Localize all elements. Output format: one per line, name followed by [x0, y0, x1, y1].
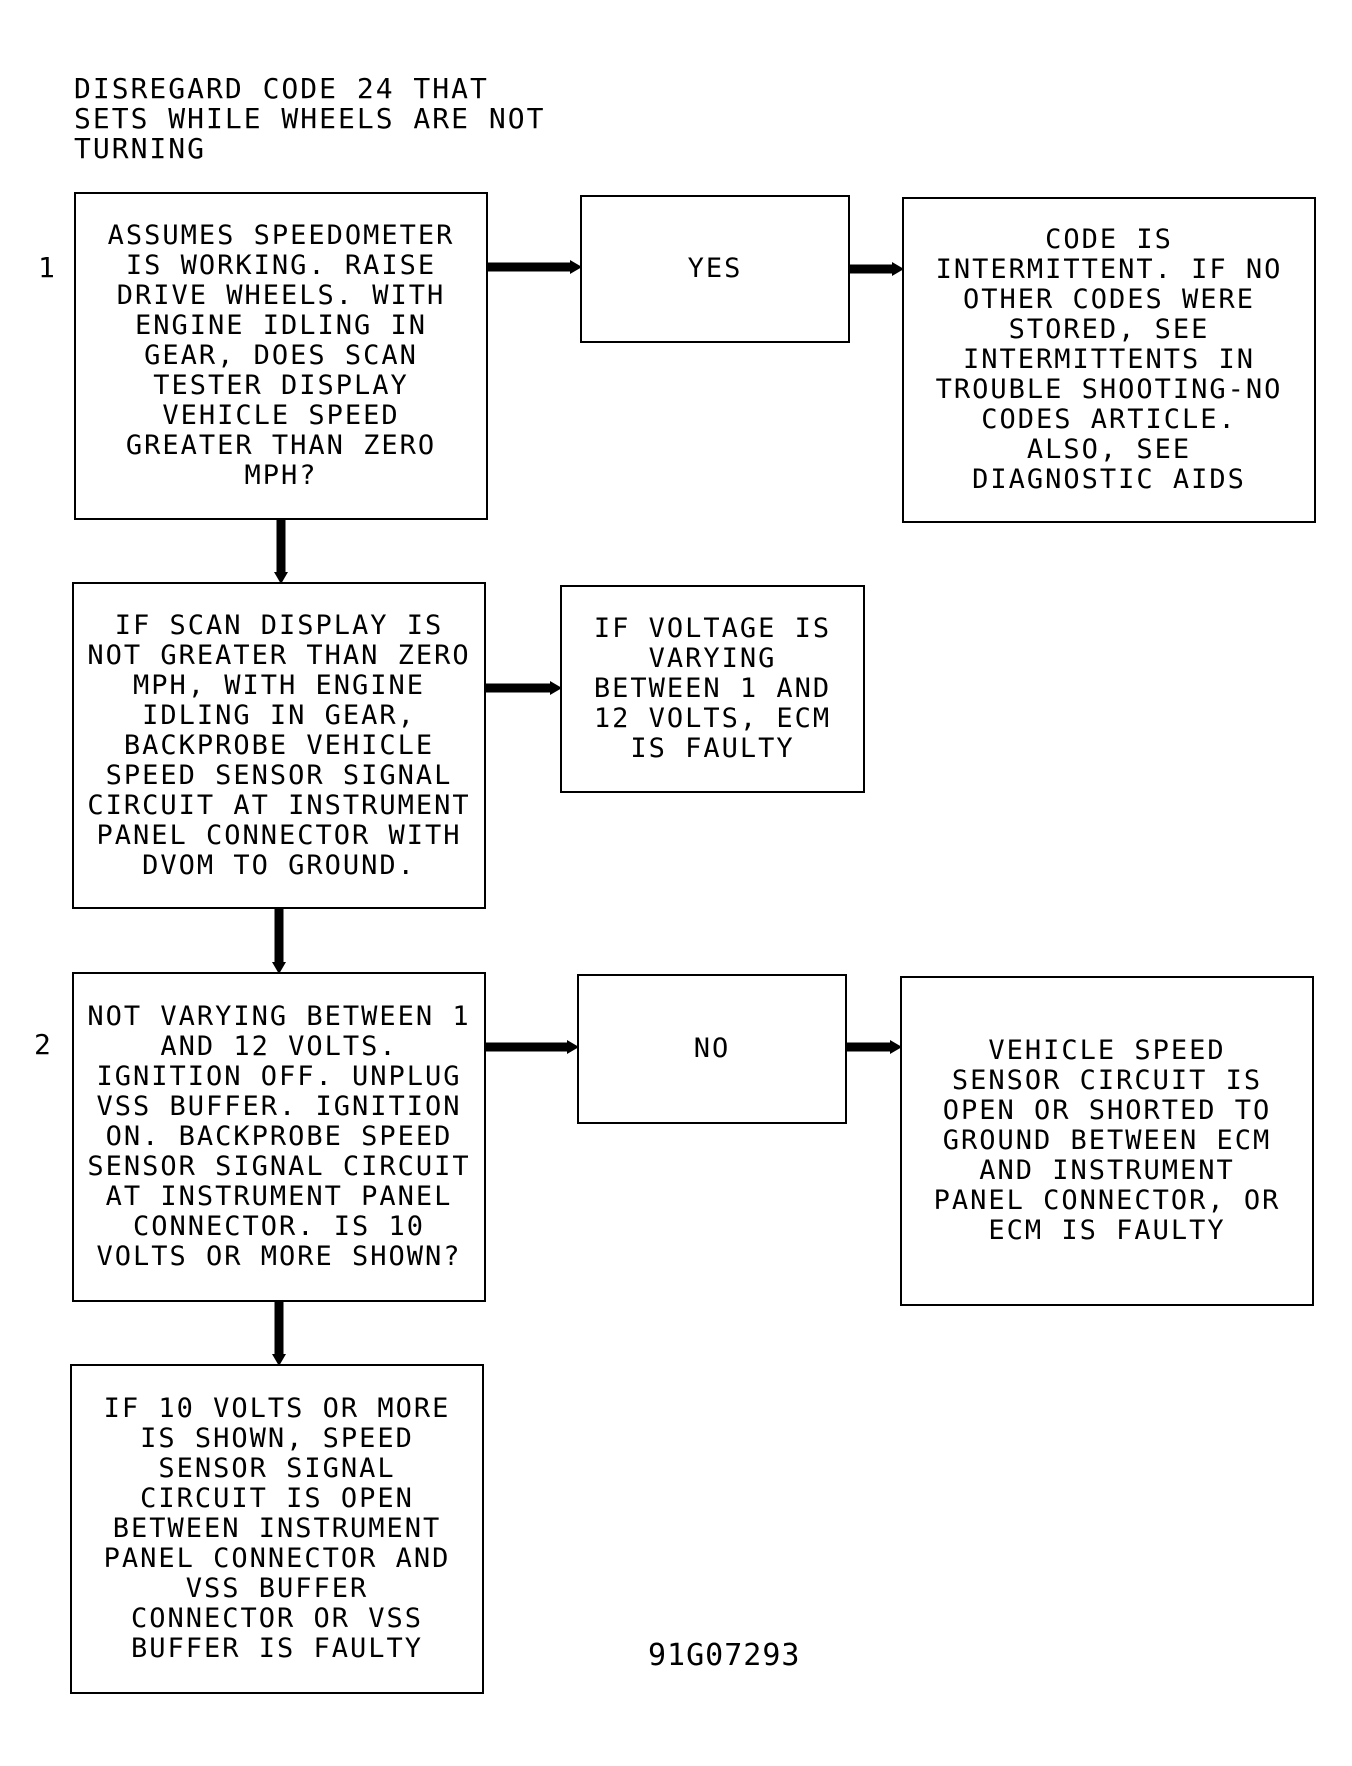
arrow-backprobe-to-q2	[272, 909, 286, 974]
arrow-q2-to-no	[486, 1040, 579, 1054]
arrow-q2-to-buffer-faulty	[272, 1302, 286, 1366]
ecm-faulty-box: IF VOLTAGE IS VARYING BETWEEN 1 AND 12 V…	[560, 585, 865, 793]
figure-id: 91G07293	[648, 1638, 801, 1673]
arrow-yes-to-intermittent	[850, 262, 904, 276]
question-box-2: NOT VARYING BETWEEN 1 AND 12 VOLTS. IGNI…	[72, 972, 486, 1302]
disregard-note: DISREGARD CODE 24 THAT SETS WHILE WHEELS…	[74, 72, 546, 165]
arrow-q1-to-backprobe	[274, 520, 288, 584]
sensor-circuit-box: VEHICLE SPEED SENSOR CIRCUIT IS OPEN OR …	[900, 976, 1314, 1306]
step-number-2: 2	[34, 1028, 51, 1061]
step-number-1: 1	[38, 251, 55, 284]
question-box-1: ASSUMES SPEEDOMETER IS WORKING. RAISE DR…	[74, 192, 488, 520]
yes-box: YES	[580, 195, 850, 343]
code-intermittent-box: CODE IS INTERMITTENT. IF NO OTHER CODES …	[902, 197, 1316, 523]
arrow-backprobe-to-ecm-faulty	[486, 681, 562, 695]
backprobe-box: IF SCAN DISPLAY IS NOT GREATER THAN ZERO…	[72, 582, 486, 909]
arrow-no-to-sensor-circuit	[847, 1040, 902, 1054]
buffer-faulty-box: IF 10 VOLTS OR MORE IS SHOWN, SPEED SENS…	[70, 1364, 484, 1694]
arrow-q1-to-yes	[488, 260, 582, 274]
no-box: NO	[577, 974, 847, 1124]
